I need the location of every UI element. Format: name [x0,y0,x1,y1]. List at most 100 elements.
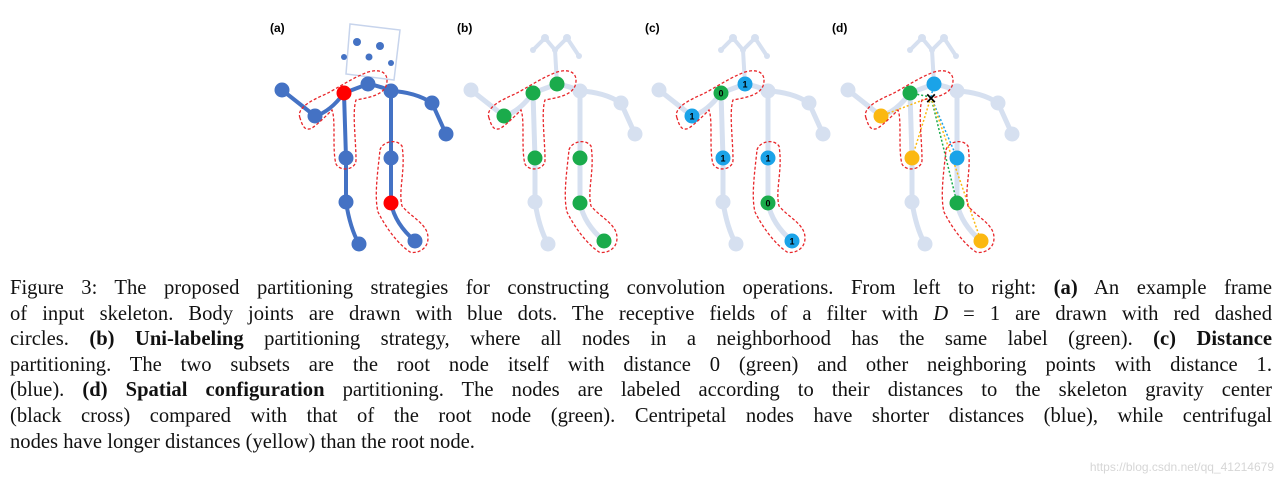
distance-label: 1 [765,154,770,164]
joint-shoulderL [336,85,352,101]
watermark: https://blog.csdn.net/qq_41214679 [1089,460,1274,474]
head-joint [953,53,959,59]
head-joint [563,34,571,42]
joint-kneeR [760,195,776,211]
caption-text: partitioning. The nodes are labeled acco… [324,379,1273,402]
head-dot [365,53,373,61]
head-joint [918,34,926,42]
panel-label-c: (c) [645,21,660,35]
head-joint [576,53,582,59]
panel-label-a: (a) [270,21,285,35]
joint-kneeL [338,194,354,210]
head-joint [764,53,770,59]
receptive-field-outline [675,70,765,170]
panel-label-b: (b) [457,21,472,35]
caption-line: nodes have longer distances (yellow) tha… [10,430,1272,456]
panel-a: (a) [270,21,454,254]
joint-elbowR [990,95,1006,111]
caption-line: circles. (b) Uni-labeling partitioning s… [10,327,1272,353]
caption-bold-term: (a) [1053,277,1078,299]
distance-label: 0 [718,89,723,99]
joint-footR [596,233,612,249]
head-joint [541,34,549,42]
joint-elbowR [801,95,817,111]
joint-neck [549,76,565,92]
head-joint [552,47,558,53]
joint-handL [651,82,667,98]
caption-bold-term: (b) Uni-labeling [89,328,244,351]
caption-text: (black cross) compared with that of the … [10,404,1272,427]
joint-shoulderR [572,83,588,99]
joint-shoulderR [949,83,965,99]
caption-text: partitioning. The two subsets are the ro… [10,353,1272,376]
caption-text: nodes have longer distances (yellow) tha… [10,430,475,453]
joint-kneeR [949,195,965,211]
receptive-field-outline [375,140,429,254]
joint-shoulderR [760,83,776,99]
receptive-field-outline [864,70,954,170]
caption-math-symbol: D [933,302,949,325]
head-joint [751,34,759,42]
head-joint [530,47,536,53]
joint-hipL [338,150,354,166]
joint-footL [351,236,367,252]
joint-shoulderR [383,83,399,99]
joint-hipR [572,150,588,166]
joint-footL [540,236,556,252]
joint-hipR [949,150,965,166]
joint-elbowL [873,108,889,124]
joint-hipL [904,150,920,166]
head-dot [341,54,347,60]
receptive-field-outline [752,140,806,254]
joint-hipL [527,150,543,166]
bone [718,90,726,161]
joint-neck [360,76,376,92]
joint-footR [784,233,800,249]
head-dot [353,38,361,46]
distance-label: 1 [689,112,694,122]
joint-kneeL [904,194,920,210]
distance-line [880,96,932,117]
joint-hipR [383,150,399,166]
distance-label: 1 [789,237,794,247]
distance-label: 1 [720,154,725,164]
gravity-center-cross-icon: × [925,89,938,107]
caption-text: = 1 are drawn with red dashed [948,302,1272,325]
joint-handR [438,126,454,142]
joint-handL [463,82,479,98]
bone [530,90,538,161]
distance-line [911,96,932,159]
caption-text: Figure 3: The proposed partitioning stra… [10,277,1054,299]
joint-shoulderL [713,85,729,101]
joint-shoulderL [902,85,918,101]
joint-kneeR [572,195,588,211]
joint-elbowR [613,95,629,111]
joint-footR [407,233,423,249]
distance-label: 1 [742,80,747,90]
caption-bold-term: (c) Distance [1153,328,1272,351]
caption-line: partitioning. The two subsets are the ro… [10,353,1272,379]
panel-c: (c) 1 0 1 1 1 0 1 [645,21,831,254]
joint-elbowL [496,108,512,124]
receptive-field-outline [487,70,577,170]
head-joint [929,47,935,53]
bone [342,91,348,160]
panel-label-d: (d) [832,21,847,35]
head-joint [940,34,948,42]
receptive-field-outline [298,70,388,170]
distance-label: 0 [765,199,770,209]
joint-handL [840,82,856,98]
bone [907,90,915,161]
joint-handR [815,126,831,142]
head-dot [388,60,394,66]
joint-elbowR [424,95,440,111]
caption-line: (blue). (d) Spatial configuration partit… [10,378,1272,404]
joint-neck [737,76,753,92]
caption-text: of input skeleton. Body joints are drawn… [10,302,934,325]
joint-handR [1004,126,1020,142]
joint-kneeR [383,195,399,211]
joint-handL [274,82,290,98]
panel-d: (d) × [832,21,1020,254]
joint-neck [926,76,942,92]
distance-line [930,96,958,159]
